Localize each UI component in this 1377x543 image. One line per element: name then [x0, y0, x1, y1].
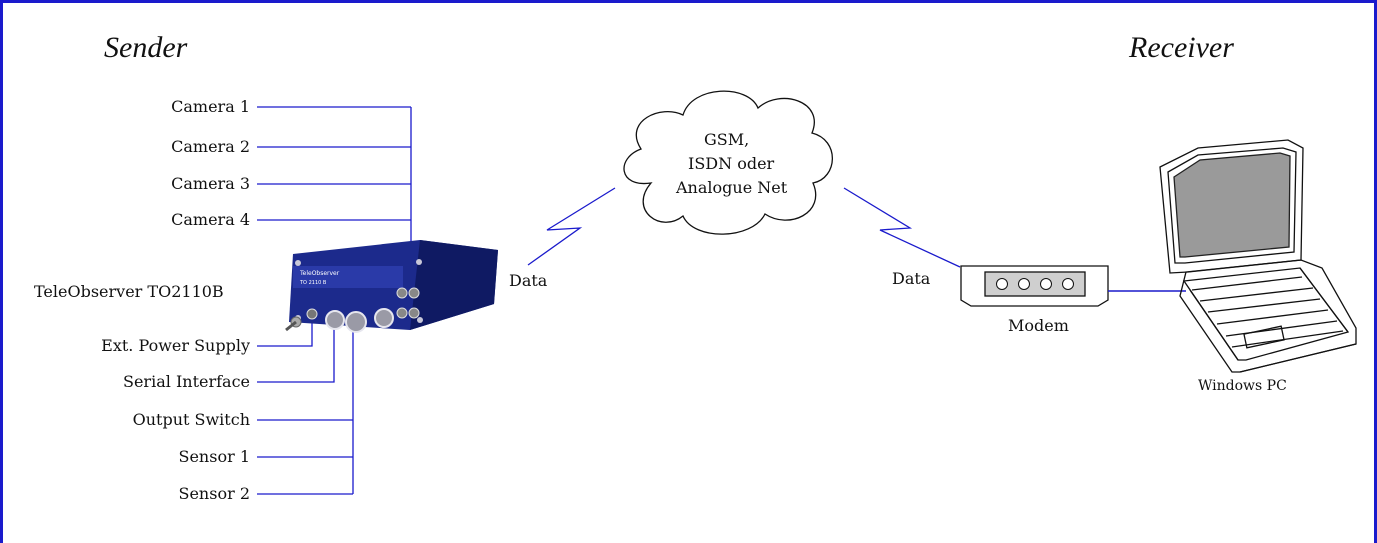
network-line-1: GSM,: [704, 130, 750, 149]
serial-interface-label: Serial Interface: [123, 372, 250, 391]
network-cloud: [623, 90, 834, 235]
output-wires: [257, 323, 354, 495]
left-data-label: Data: [509, 271, 548, 290]
camera-2-label: Camera 2: [171, 137, 250, 156]
sensor-2-label: Sensor 2: [178, 484, 251, 503]
receiver-heading: Receiver: [1129, 31, 1234, 64]
camera-4-label: Camera 4: [171, 210, 250, 229]
output-switch-label: Output Switch: [132, 410, 250, 429]
windows-pc-label: Windows PC: [1198, 378, 1287, 394]
network-line-3: Analogue Net: [676, 178, 788, 197]
modem-device: [960, 265, 1109, 307]
right-data-link: [843, 187, 961, 268]
left-data-link: [527, 187, 616, 266]
device-panel-brand: TeleObserver: [299, 270, 340, 277]
right-data-label: Data: [892, 269, 931, 288]
modem-label: Modem: [1008, 316, 1069, 335]
sender-heading: Sender: [104, 31, 188, 64]
network-line-2: ISDN oder: [688, 154, 775, 173]
teleobserver-device: TeleObserver TO 2110 B: [285, 240, 498, 333]
device-panel-model: TO 2110 B: [299, 280, 327, 286]
camera-3-label: Camera 3: [171, 174, 250, 193]
camera-1-label: Camera 1: [171, 97, 250, 116]
device-name-label: TeleObserver TO2110B: [34, 282, 224, 301]
sensor-1-label: Sensor 1: [178, 447, 251, 466]
windows-pc-laptop: [1159, 139, 1357, 373]
ext-power-supply-label: Ext. Power Supply: [101, 336, 250, 355]
